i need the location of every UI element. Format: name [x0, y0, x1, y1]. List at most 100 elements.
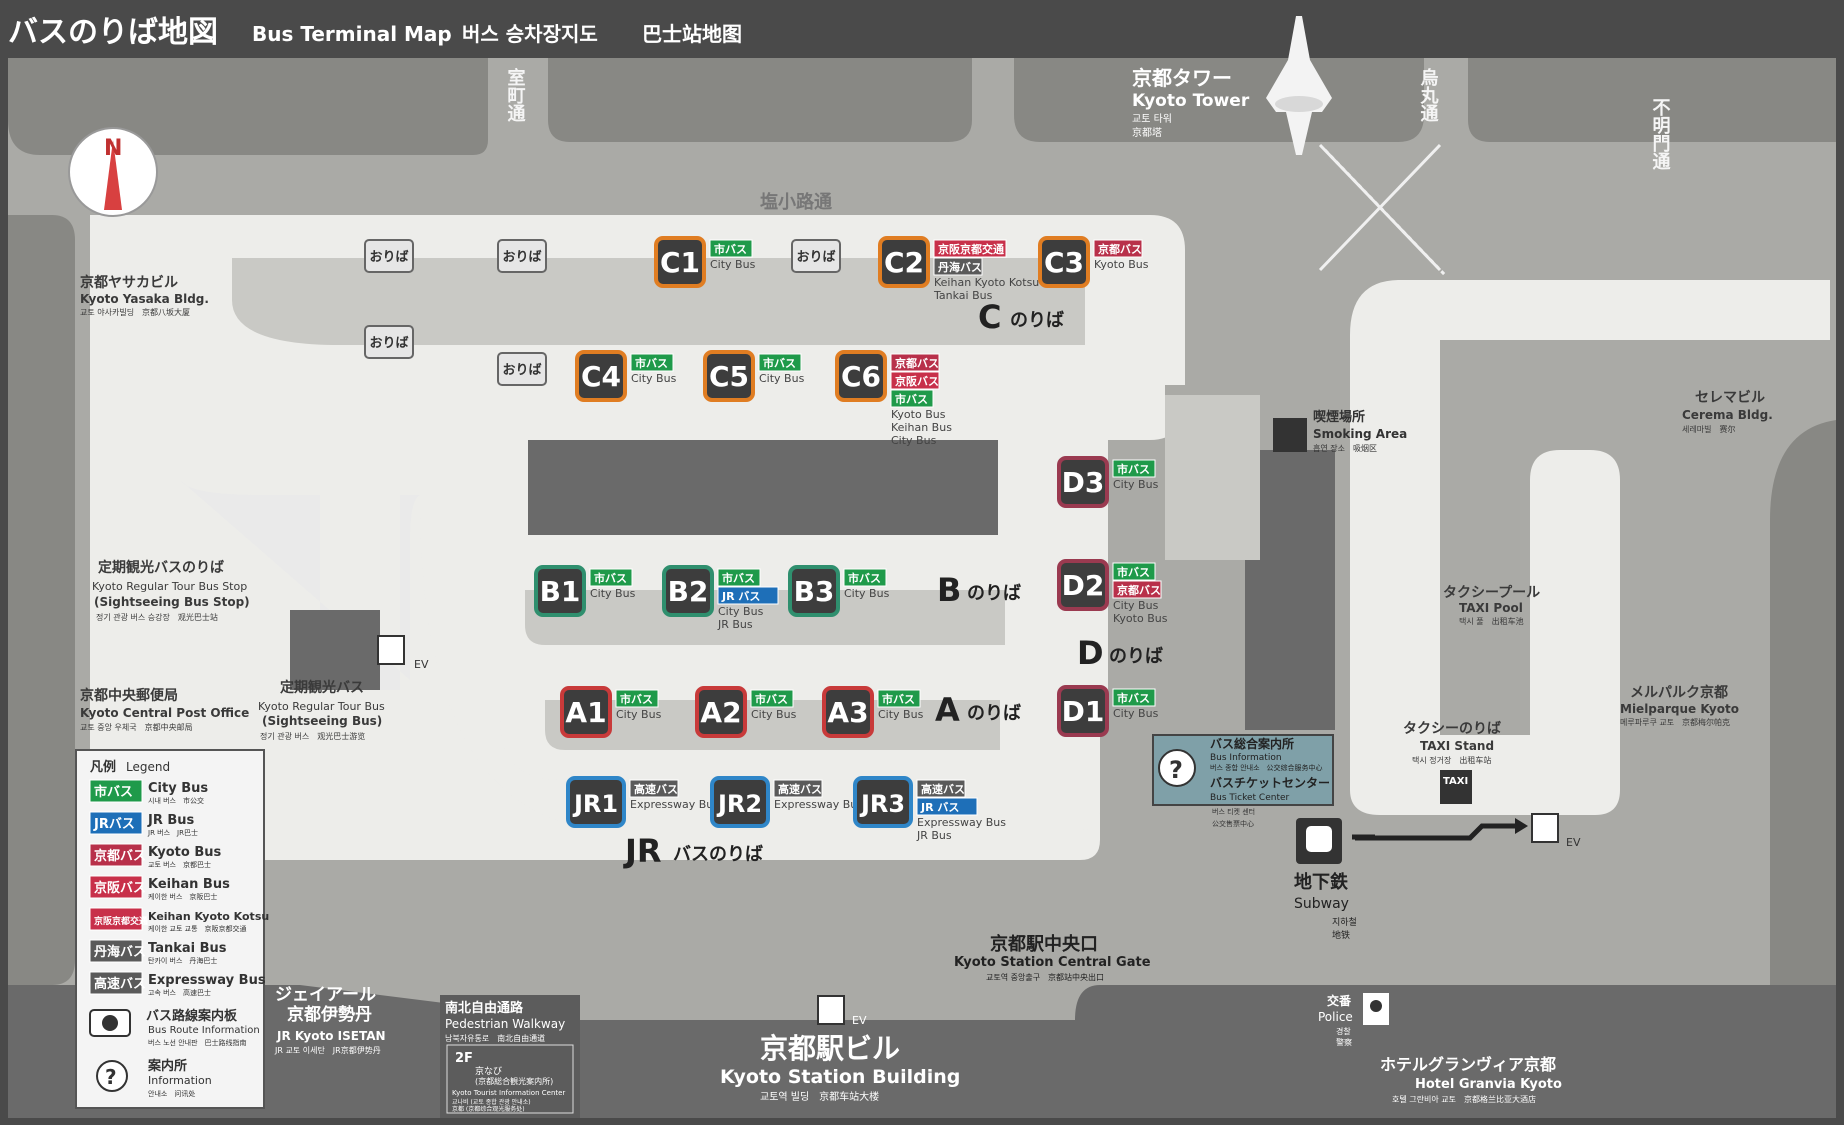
regular-tour-sub: 정기 관광 버스 观光巴士游览 — [260, 731, 365, 741]
bus-info-center[interactable]: ? バス総合案内所 Bus Information 버스 종합 안내소 公交综合… — [1152, 734, 1334, 806]
svg-text:고속 버스 高速巴士: 고속 버스 高速巴士 — [148, 988, 211, 997]
stop-code: C1 — [660, 246, 700, 279]
central-gate-ja: 京都駅中央口 — [990, 933, 1098, 955]
stop-code: D3 — [1062, 466, 1105, 499]
operator-chip: 京都バス — [1112, 580, 1162, 599]
operator-chip: 市バス — [1112, 562, 1156, 581]
svg-text:高速バス: 高速バス — [778, 782, 822, 796]
granvia-ja: ホテルグランヴィア京都 — [1380, 1055, 1556, 1074]
taxi-stand-en: TAXI Stand — [1420, 739, 1494, 753]
police-icon — [1363, 993, 1389, 1025]
central-gate-en: Kyoto Station Central Gate — [954, 955, 1151, 970]
kyoto-tower-zh: 京都塔 — [1132, 126, 1162, 139]
svg-text:JR Bus: JR Bus — [147, 813, 195, 828]
svg-text:JR 버스 JR巴士: JR 버스 JR巴士 — [147, 828, 198, 837]
operator-desc: City Bus — [631, 372, 677, 385]
operator-desc: Expressway Bus — [917, 816, 1006, 829]
tourist-info-box[interactable]: 2F 京なび (京都総合観光案内所) Kyoto Tourist Informa… — [446, 1044, 574, 1114]
operator-desc: City Bus — [1113, 599, 1159, 612]
isetan-en: JR Kyoto ISETAN — [276, 1029, 386, 1043]
svg-text:京都バス: 京都バス — [895, 356, 939, 370]
regular-tour-stop-ja: 定期観光バスのりば — [98, 559, 224, 576]
svg-text:City Bus: City Bus — [148, 781, 208, 796]
kyoto-tower-ko: 교토 타워 — [1132, 112, 1172, 125]
svg-text:京都バス: 京都バス — [1098, 242, 1142, 256]
operator-chip: 市バス — [750, 689, 794, 708]
svg-text:Keihan Kyoto Kotsu: Keihan Kyoto Kotsu — [148, 910, 269, 923]
svg-text:Kyoto Bus: Kyoto Bus — [148, 845, 221, 860]
crosswalks — [1318, 143, 1447, 277]
platform-c-island — [232, 258, 1085, 345]
platform-jr-suffix: バスのりば — [673, 844, 763, 865]
operator-desc: City Bus — [590, 587, 636, 600]
stop-code: JR3 — [859, 790, 905, 818]
svg-text:TAXI: TAXI — [1443, 776, 1468, 787]
tourist-ja2: (京都総合観光案内所) — [475, 1076, 553, 1086]
svg-text:市バス: 市バス — [594, 571, 627, 585]
taxi-pool — [1350, 280, 1830, 815]
stop-code: A2 — [700, 696, 741, 729]
ticket-en: Bus Ticket Center — [1210, 793, 1290, 803]
operator-desc: JR Bus — [717, 618, 753, 631]
alighting-box: おりば — [364, 325, 414, 359]
operator-desc: City Bus — [616, 708, 662, 721]
operator-chip: 京阪京都交通 — [933, 239, 1007, 258]
svg-text:おりば: おりば — [796, 250, 835, 265]
mielparque-sub: 메루파루쿠 교토 京都梅尔帕克 — [1620, 717, 1730, 727]
svg-text:おりば: おりば — [369, 336, 408, 351]
mielparque-ja: メルパルク京都 — [1630, 684, 1728, 701]
svg-text:케이한 교토 교통 京阪京都交通: 케이한 교토 교통 京阪京都交通 — [148, 924, 247, 933]
svg-text:Tankai Bus: Tankai Bus — [148, 941, 227, 956]
platform-a-island — [545, 700, 1000, 750]
svg-text:市バス: 市バス — [895, 392, 928, 406]
svg-text:市バス: 市バス — [1117, 565, 1150, 579]
yasaka-sub: 교토 야사카빌딩 京都八坂大厦 — [80, 307, 190, 317]
svg-text:おりば: おりば — [502, 363, 541, 378]
operator-desc: City Bus — [759, 372, 805, 385]
svg-text:Expressway Bus: Expressway Bus — [148, 973, 266, 988]
police-ja: 交番 — [1327, 993, 1352, 1008]
info-icon-glyph: ? — [105, 1065, 117, 1089]
regular-tour-stop-en2: (Sightseeing Bus Stop) — [94, 595, 250, 609]
taxi-stand-ja: タクシーのりば — [1403, 721, 1501, 737]
info-icon — [96, 1060, 128, 1092]
bus-info-en: Bus Information — [1210, 753, 1282, 763]
route-board-sub: 버스 노선 안내판 巴士路线指南 — [148, 1038, 247, 1047]
operator-desc: City Bus — [1113, 478, 1159, 491]
tourist-sub1: 교나비 (교토 종합 관광 안내소) — [452, 1098, 531, 1106]
svg-text:京阪京都交通: 京阪京都交通 — [938, 242, 1004, 256]
station-ja: 京都駅ビル — [760, 1032, 900, 1065]
stop-code: C5 — [709, 360, 749, 393]
title-en: Bus Terminal Map — [252, 22, 452, 46]
north-label: N — [104, 136, 122, 161]
tourist-ja1: 京なび — [475, 1065, 502, 1077]
title-zh: 巴士站地图 — [642, 22, 742, 46]
operator-desc: Keihan Bus — [891, 421, 952, 434]
kyoto-tower-ja: 京都タワー — [1132, 66, 1232, 90]
subway-ja: 地下鉄 — [1294, 871, 1348, 893]
bus-info-ja: バス総合案内所 — [1210, 736, 1294, 751]
